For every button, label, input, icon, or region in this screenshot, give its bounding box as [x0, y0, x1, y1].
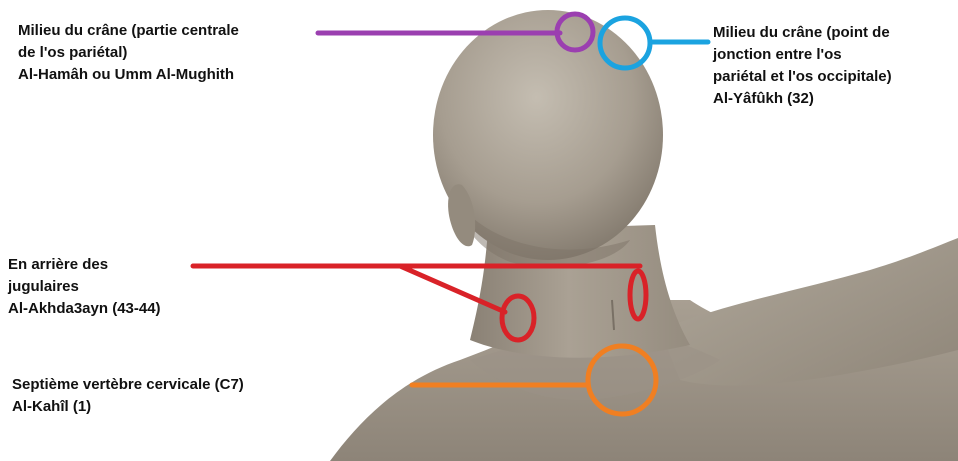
jugular-line-2: jugulaires [8, 276, 161, 298]
parietal-occipital-line-1: Milieu du crâne (point de [713, 22, 892, 44]
c7-label: Septième vertèbre cervicale (C7) Al-Kahî… [12, 374, 244, 418]
parietal-occipital-label: Milieu du crâne (point de jonction entre… [713, 22, 892, 110]
parietal-center-line-1: Milieu du crâne (partie centrale [18, 20, 239, 42]
c7-line-2: Al-Kahîl (1) [12, 396, 244, 418]
jugular-line-1: En arrière des [8, 254, 161, 276]
parietal-occipital-line-3: pariétal et l'os occipitale) [713, 66, 892, 88]
parietal-center-line-2: de l'os pariétal) [18, 42, 239, 64]
parietal-center-label: Milieu du crâne (partie centrale de l'os… [18, 20, 239, 86]
parietal-center-line-3: Al-Hamâh ou Umm Al-Mughith [18, 64, 239, 86]
jugular-label: En arrière des jugulaires Al-Akhda3ayn (… [8, 254, 161, 320]
parietal-occipital-line-4: Al-Yâfûkh (32) [713, 88, 892, 110]
parietal-occipital-line-2: jonction entre l'os [713, 44, 892, 66]
c7-line-1: Septième vertèbre cervicale (C7) [12, 374, 244, 396]
jugular-line-3: Al-Akhda3ayn (43-44) [8, 298, 161, 320]
